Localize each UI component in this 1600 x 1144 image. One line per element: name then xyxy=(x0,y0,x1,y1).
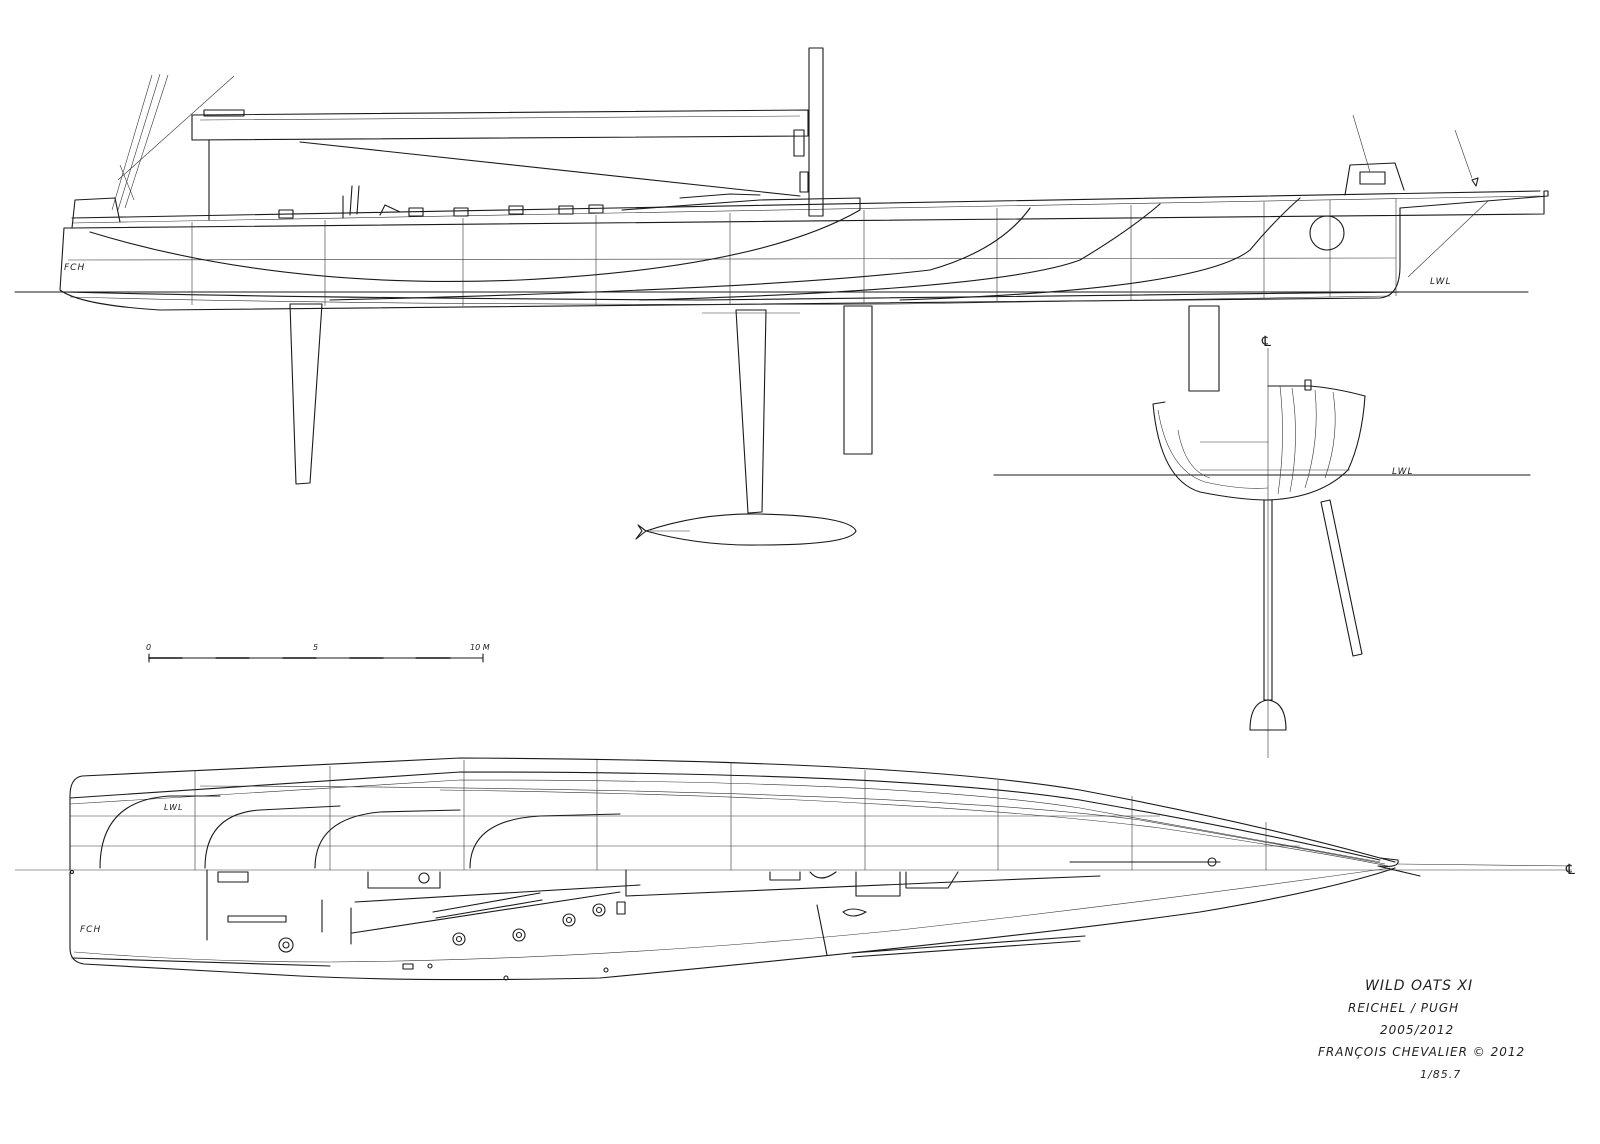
years: 2005/2012 xyxy=(1380,1023,1454,1037)
plan-view: LWL xyxy=(15,757,1578,981)
plan-lower-half xyxy=(69,867,1396,981)
scale-bar: 0 5 10 M xyxy=(146,643,490,663)
keel-fin xyxy=(735,309,767,514)
profile-lwl-label: LWL xyxy=(1430,277,1452,287)
profile-stations xyxy=(67,199,1397,306)
profile-hull xyxy=(59,190,1549,311)
scale-end: 10 M xyxy=(470,643,490,652)
title-block: WILD OATS XI REICHEL / PUGH 2005/2012 FR… xyxy=(1318,978,1525,1081)
section-keel xyxy=(1263,499,1273,701)
boom xyxy=(191,109,809,141)
scale-mid: 5 xyxy=(313,643,318,652)
rudder xyxy=(1188,305,1220,392)
mast xyxy=(808,47,824,217)
boat-name: WILD OATS XI xyxy=(1365,978,1473,994)
section-bulb xyxy=(1249,699,1287,731)
keel-bulb xyxy=(645,513,857,546)
plan-upper-half xyxy=(69,757,1396,871)
designer: REICHEL / PUGH xyxy=(1348,1001,1459,1015)
section-cl-symbol: ℄ xyxy=(1260,334,1274,350)
section-daggerboard xyxy=(1320,499,1363,657)
plan-lwl-label: LWL xyxy=(164,803,184,812)
daggerboard-forward xyxy=(289,303,323,485)
section-lwl-label: LWL xyxy=(1392,467,1414,477)
scale: 1/85.7 xyxy=(1420,1068,1461,1081)
author: FRANÇOIS CHEVALIER © 2012 xyxy=(1318,1045,1525,1059)
profile-view: LWL FCH xyxy=(14,47,1549,546)
profile-initials: FCH xyxy=(64,263,85,273)
plan-cl-symbol: ℄ xyxy=(1564,862,1578,878)
plan-initials: FCH xyxy=(80,925,101,935)
canting-box xyxy=(843,305,873,455)
scale-start: 0 xyxy=(146,643,151,652)
section-view: LWL ℄ xyxy=(993,334,1531,758)
